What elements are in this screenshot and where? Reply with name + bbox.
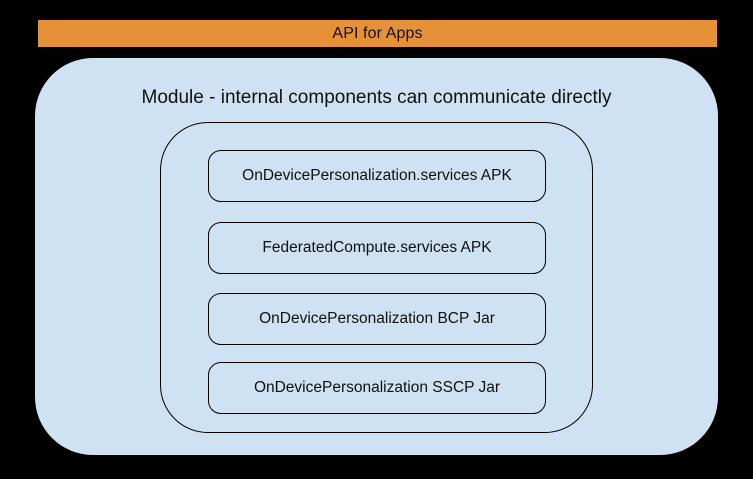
component-box-odp-sscp-jar: OnDevicePersonalization SSCP Jar [208,362,546,414]
component-label: FederatedCompute.services APK [262,239,492,256]
component-label: OnDevicePersonalization BCP Jar [259,310,495,327]
component-box-federatedcompute-services-apk: FederatedCompute.services APK [208,222,546,274]
component-box-odp-services-apk: OnDevicePersonalization.services APK [208,150,546,202]
module-inner-group: OnDevicePersonalization.services APK Fed… [160,122,593,433]
component-label: OnDevicePersonalization.services APK [242,167,512,184]
component-box-odp-bcp-jar: OnDevicePersonalization BCP Jar [208,293,546,345]
component-label: OnDevicePersonalization SSCP Jar [253,379,501,396]
api-for-apps-label: API for Apps [332,24,423,42]
api-for-apps-banner: API for Apps [38,20,717,47]
module-container: Module - internal components can communi… [35,58,718,455]
module-title: Module - internal components can communi… [141,87,612,108]
